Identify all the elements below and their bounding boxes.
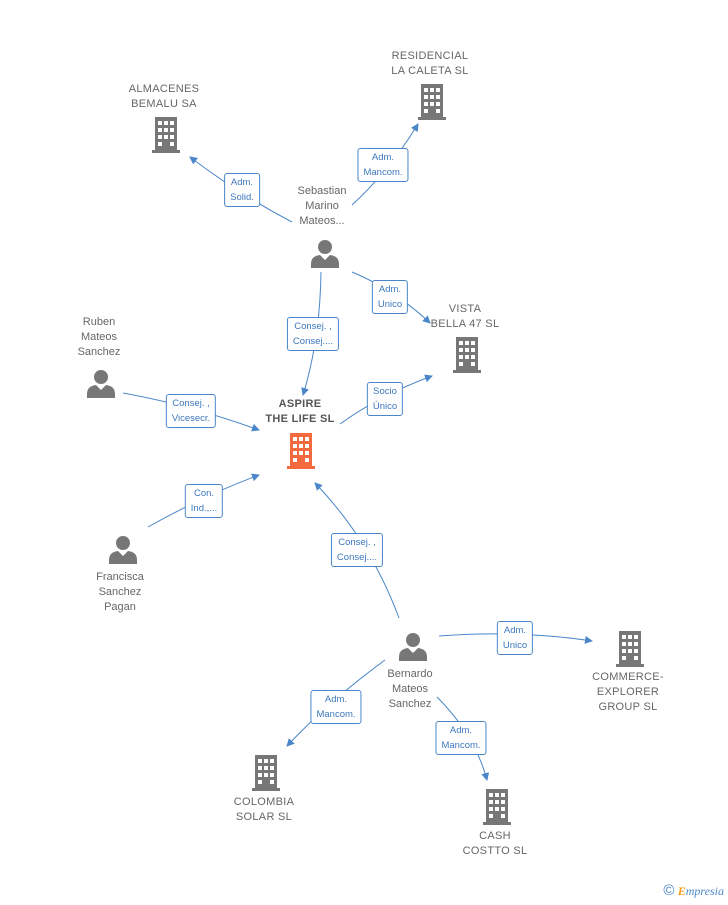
edge-label-line1: Consej. , [294,321,332,332]
edge-label-line1: Socio [373,386,397,397]
edge-label-line2: Vicesecr. [171,413,211,424]
person-icon[interactable] [310,239,340,269]
edge-label-line2: Mancom. [441,740,481,751]
node-sebastian-label-line1: Sebastian [297,185,347,197]
node-vista-label[interactable]: VISTA BELLA 47 SL [431,302,500,332]
building-icon[interactable] [481,789,513,825]
edge-label-line2: Solid. [230,192,254,203]
building-icon[interactable] [250,755,282,791]
node-ruben-label-line3: Sanchez [77,346,121,358]
node-commerce-label-line3: GROUP SL [598,701,658,713]
edge-label-line1: Adm. [324,694,348,705]
edge-label-sebastian-residencial[interactable]: Adm. Mancom. [357,148,409,182]
edge-label-line2: Ind.,... [190,503,218,514]
edge-label-sebastian-aspire[interactable]: Consej. , Consej.... [286,317,340,351]
edge-label-bernardo-aspire[interactable]: Consej. , Consej.... [330,533,384,567]
edge-label-line1: Consej. , [338,537,376,548]
edge-label-line2: Unico [502,640,528,651]
edge-label-sebastian-vista[interactable]: Adm. Unico [371,280,409,314]
edge-label-line2: Mancom. [363,167,403,178]
node-residencial-label-line1: RESIDENCIAL [391,50,469,62]
edge-label-aspire-vista[interactable]: Socio Único [366,382,404,416]
edge-label-francisca-aspire[interactable]: Con. Ind.,... [184,484,224,518]
brand-logo-rest: mpresia [685,884,724,898]
node-cash-label-line1: CASH [479,830,511,842]
node-francisca-label[interactable]: Francisca Sanchez Pagan [96,570,144,615]
node-almacenes-label[interactable]: ALMACENES BEMALU SA [129,82,200,112]
building-icon[interactable] [416,84,448,120]
edge-label-sebastian-almacenes[interactable]: Adm. Solid. [224,173,260,207]
node-cash-label-line2: COSTTO SL [462,845,528,857]
node-ruben-label-line2: Mateos [80,331,118,343]
building-icon[interactable] [451,337,483,373]
node-aspire-label-line2: THE LIFE SL [265,413,335,425]
edge-label-bernardo-commerce[interactable]: Adm. Unico [496,621,534,655]
edge-label-line1: Adm. [378,284,402,295]
node-vista-label-line2: BELLA 47 SL [430,318,500,330]
node-bernardo-label[interactable]: Bernardo Mateos Sanchez [387,667,432,712]
node-colombia-label[interactable]: COLOMBIA SOLAR SL [234,795,294,825]
edge-label-line1: Con. [193,488,215,499]
node-almacenes-label-line2: BEMALU SA [131,98,197,110]
edge-label-ruben-aspire[interactable]: Consej. , Vicesecr. [165,394,217,428]
building-icon[interactable] [150,117,182,153]
node-vista-label-line1: VISTA [448,303,482,315]
node-aspire-label-line1: ASPIRE [278,398,322,410]
edge-label-line2: Mancom. [316,709,356,720]
node-commerce-label-line1: COMMERCE- [592,671,664,683]
building-icon-highlight[interactable] [285,433,317,469]
node-sebastian-label-line2: Marino [305,200,339,212]
edge-label-line2: Único [372,401,398,412]
edge-label-line1: Adm. [503,625,527,636]
person-icon[interactable] [398,632,428,662]
node-francisca-label-line2: Sanchez [98,586,142,598]
brand-logo-initial: E [677,884,686,898]
edge-label-line1: Adm. [449,725,473,736]
node-francisca-label-line1: Francisca [96,571,144,583]
node-residencial-label-line2: LA CALETA SL [391,65,469,77]
node-francisca-label-line3: Pagan [104,601,136,613]
node-commerce-label-line2: EXPLORER [596,686,660,698]
person-icon[interactable] [86,369,116,399]
node-ruben-label-line1: Ruben [82,316,116,328]
brand-logo: Empresia [678,884,724,898]
edge-label-line1: Adm. [230,177,254,188]
node-almacenes-label-line1: ALMACENES [128,83,200,95]
node-aspire-label[interactable]: ASPIRE THE LIFE SL [265,397,334,427]
person-icon[interactable] [108,535,138,565]
node-commerce-label[interactable]: COMMERCE- EXPLORER GROUP SL [592,670,664,715]
node-sebastian-label-line3: Mateos... [299,215,345,227]
node-bernardo-label-line1: Bernardo [387,668,433,680]
edge-label-bernardo-cash[interactable]: Adm. Mancom. [435,721,487,755]
node-cash-label[interactable]: CASH COSTTO SL [463,829,528,859]
node-residencial-label[interactable]: RESIDENCIAL LA CALETA SL [391,49,468,79]
node-bernardo-label-line3: Sanchez [388,698,432,710]
copyright-icon: © [663,882,675,899]
edge-label-bernardo-colombia[interactable]: Adm. Mancom. [310,690,362,724]
node-bernardo-label-line2: Mateos [391,683,429,695]
edge-label-line1: Adm. [371,152,395,163]
edge-label-line1: Consej. , [172,398,210,409]
edge-label-line2: Consej.... [292,336,334,347]
building-icon[interactable] [614,631,646,667]
edge-label-line2: Unico [377,299,403,310]
copyright-footer: © Empresia [663,882,724,899]
edge-label-line2: Consej.... [336,552,378,563]
node-colombia-label-line1: COLOMBIA [233,796,295,808]
node-ruben-label[interactable]: Ruben Mateos Sanchez [78,315,121,360]
node-colombia-label-line2: SOLAR SL [235,811,293,823]
node-sebastian-label[interactable]: Sebastian Marino Mateos... [298,184,347,229]
